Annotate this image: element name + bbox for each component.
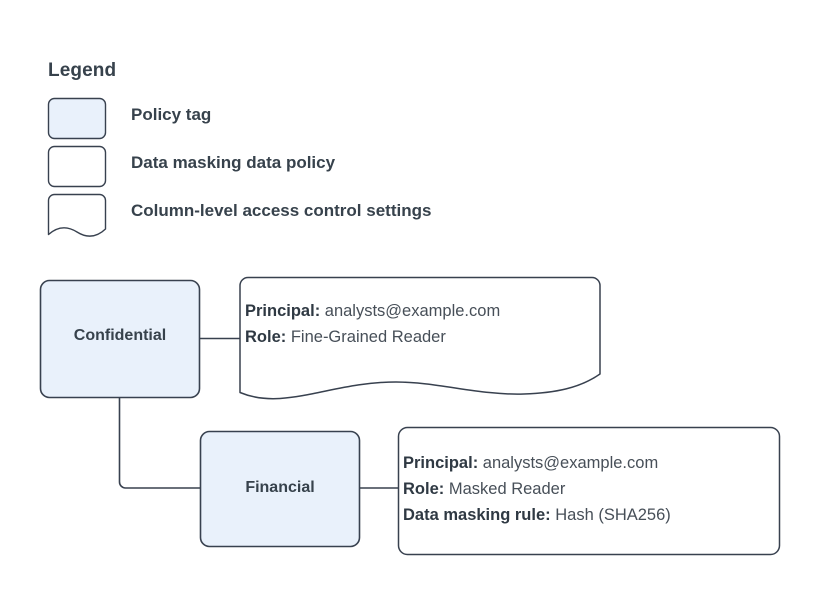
callout-line-value: analysts@example.com [324,302,501,320]
callout-line-value: Fine-Grained Reader [290,328,446,346]
legend-title: Legend [48,60,117,81]
node-confidential[interactable] [39,279,201,399]
callout-confidential-settings[interactable] [239,276,601,400]
callout-line: Role: Masked Reader [403,476,671,502]
callout-line-key: Principal: [403,454,479,472]
callout-line: Principal: analysts@example.com [403,450,671,476]
callout-line-key: Principal: [245,302,321,320]
callout-financial-settings-text: Principal: analysts@example.com Role: Ma… [403,450,671,528]
node-label-confidential: Confidential [73,327,167,344]
callout-line: Role: Fine-Grained Reader [245,324,500,350]
legend-item-label-policy-tag: Policy tag [131,105,212,124]
connector-confidential-financial [118,398,200,489]
access-control-swatch [47,193,107,237]
node-label-financial: Financial [245,479,315,496]
callout-line-value: Hash (SHA256) [555,506,671,524]
legend-item-label-data-masking-policy: Data masking data policy [131,153,336,172]
policy-tag-swatch [47,97,107,140]
legend-item-label-access-control: Column-level access control settings [131,201,432,220]
callout-financial-settings[interactable] [397,426,781,556]
callout-line-value: analysts@example.com [482,454,659,472]
callout-line-key: Role: [403,480,445,498]
callout-line-value: Masked Reader [448,480,566,498]
callout-line-key: Role: [245,328,287,346]
data-policy-swatch [47,145,107,188]
callout-line: Principal: analysts@example.com [245,298,500,324]
callout-line: Data masking rule: Hash (SHA256) [403,502,671,528]
callout-confidential-settings-text: Principal: analysts@example.com Role: Fi… [245,298,500,350]
node-financial[interactable] [199,430,361,548]
callout-line-key: Data masking rule: [403,506,551,524]
